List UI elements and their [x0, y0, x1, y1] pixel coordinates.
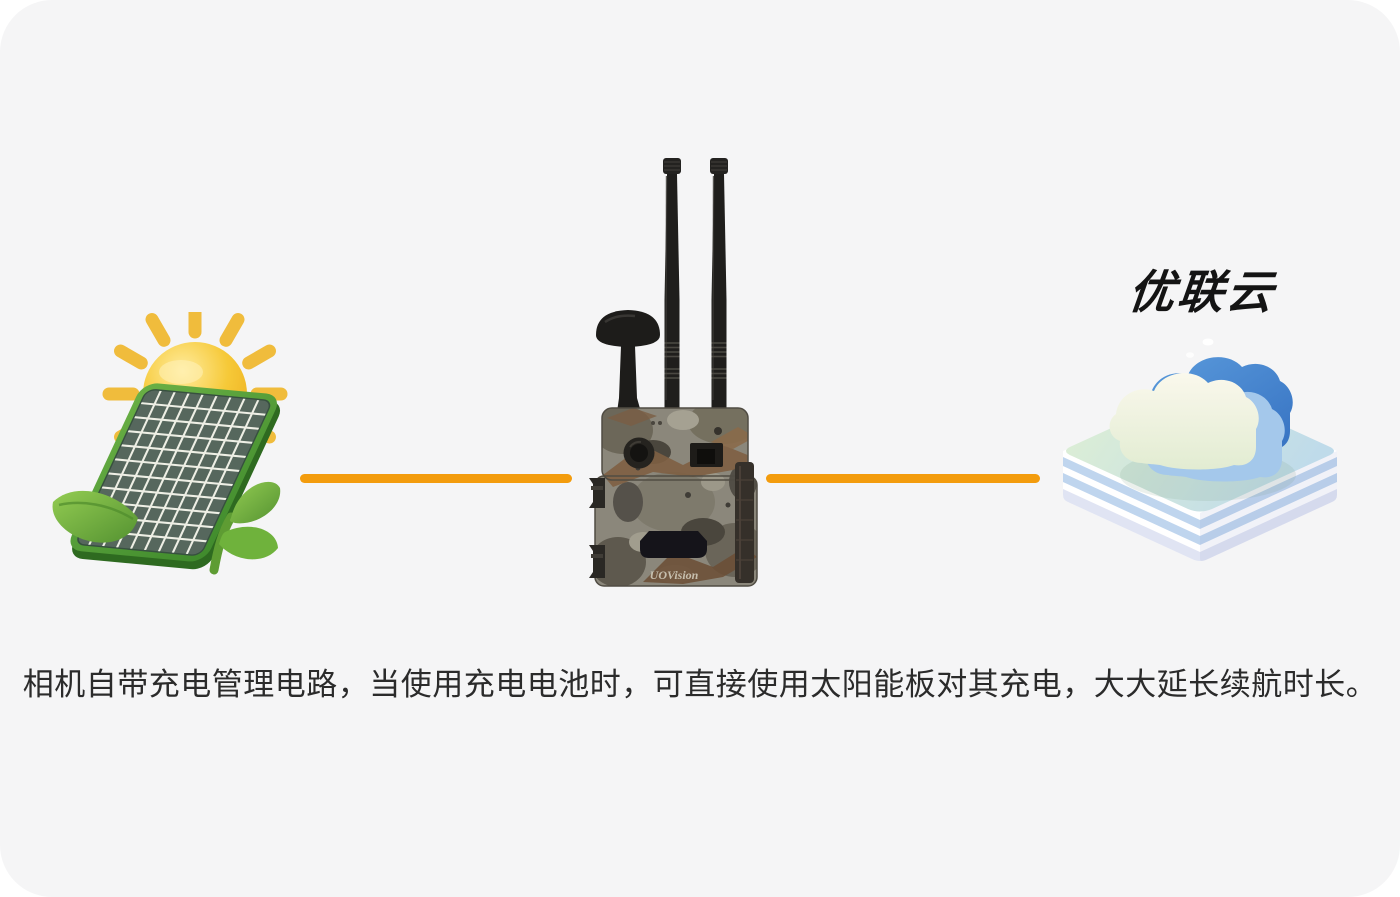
sparkle-icon [1186, 352, 1194, 358]
antenna-left-icon [663, 158, 681, 412]
cloud-service-label: 优联云 [1125, 266, 1279, 318]
cloud-platform-node [1058, 325, 1348, 570]
bottom-cover-icon [640, 531, 707, 558]
connector-line-left [300, 474, 572, 483]
antenna-right-icon [710, 158, 728, 412]
cloud-icon [1109, 338, 1293, 482]
trail-camera-node: UOVision [583, 150, 773, 630]
cloud-platform-icon [1063, 338, 1337, 561]
connector-line-right [766, 474, 1040, 483]
sparkle-icon [1202, 338, 1214, 346]
solar-panel-sun-icon [52, 301, 288, 575]
camera-lens-icon [623, 437, 655, 469]
trail-camera-icon: UOVision [589, 158, 758, 587]
light-sensor-icon [714, 427, 722, 435]
solar-panel-node [45, 301, 295, 612]
flash-window-icon [690, 443, 723, 467]
caption-text: 相机自带充电管理电路，当使用充电电池时，可直接使用太阳能板对其充电，大大延长续航… [22, 667, 1378, 702]
panel-grid [81, 390, 267, 555]
strap-plate-icon [735, 462, 754, 583]
leaf-icon [52, 490, 138, 543]
camera-brand-label: UOVision [650, 568, 699, 582]
sprout-icon [209, 481, 281, 575]
mic-holes-icon [651, 421, 662, 425]
side-latch-icon [589, 478, 605, 578]
gps-antenna-icon [596, 310, 660, 412]
